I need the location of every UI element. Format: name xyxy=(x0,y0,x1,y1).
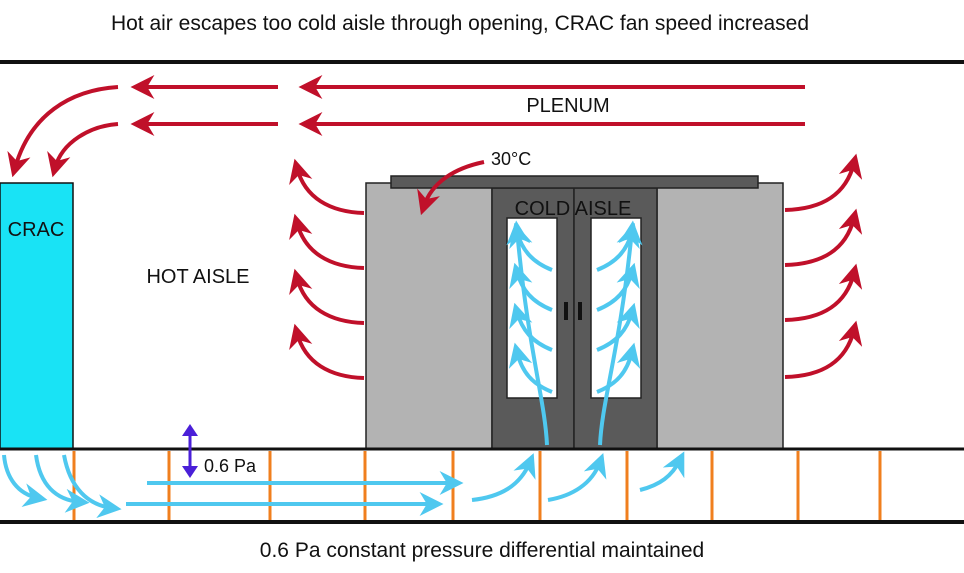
tile-rise-2 xyxy=(547,452,607,502)
plenum-airflow xyxy=(7,75,805,178)
pressure-indicator xyxy=(182,424,198,478)
crac-discharge-3 xyxy=(62,454,122,519)
door-handle-right xyxy=(578,302,582,320)
cold-aisle-label: COLD AISLE xyxy=(515,198,632,220)
hot-exhaust-right xyxy=(784,153,863,379)
floor-posts xyxy=(72,451,882,520)
crac-label: CRAC xyxy=(8,219,65,241)
cold-curl-right-3 xyxy=(596,302,640,352)
cold-curl-left-4 xyxy=(508,342,553,394)
cold-curl-right-1 xyxy=(596,222,640,272)
temperature-arrow xyxy=(417,160,485,216)
rack-left xyxy=(365,182,493,450)
cold-curl-right-2 xyxy=(596,262,640,312)
hot-exhaust-left xyxy=(289,158,365,380)
hot-exhaust-right-4 xyxy=(784,320,863,379)
diagram-caption: 0.6 Pa constant pressure differential ma… xyxy=(260,539,704,562)
pressure-label: 0.6 Pa xyxy=(204,456,257,476)
hot-exhaust-right-1 xyxy=(784,153,863,212)
door-handle-left xyxy=(564,302,568,320)
cold-aisle-airflow xyxy=(506,220,643,446)
temperature-label: 30°C xyxy=(491,149,531,169)
crac-return-arrow-inner xyxy=(47,122,119,178)
cold-curl-left-2 xyxy=(509,262,553,312)
hot-exhaust-left-4 xyxy=(289,323,365,380)
pressure-arrow-down-head xyxy=(182,466,198,478)
hot-exhaust-right-3 xyxy=(784,263,863,322)
rack-right xyxy=(656,182,784,450)
hot-exhaust-left-3 xyxy=(289,268,365,325)
crac-discharge-2 xyxy=(34,454,90,513)
hot-exhaust-left-1 xyxy=(289,158,365,215)
tile-rise-1 xyxy=(471,453,536,502)
pressure-arrow-up-head xyxy=(182,424,198,436)
crac-discharge-1 xyxy=(2,454,48,507)
cold-curl-right-4 xyxy=(596,342,641,394)
cold-curl-left-3 xyxy=(509,302,553,352)
crac-unit xyxy=(0,182,74,450)
cold-curl-left-1 xyxy=(509,222,553,272)
containment-roof xyxy=(390,175,759,189)
plenum-label: PLENUM xyxy=(526,95,609,117)
hot-exhaust-left-2 xyxy=(289,213,365,270)
diagram-title: Hot air escapes too cold aisle through o… xyxy=(111,12,809,35)
underfloor-airflow xyxy=(2,451,685,519)
tile-rise-3 xyxy=(639,451,685,492)
hot-aisle-label: HOT AISLE xyxy=(146,266,249,288)
hot-exhaust-right-2 xyxy=(784,208,863,267)
crac-return-arrow-outer xyxy=(7,85,119,178)
